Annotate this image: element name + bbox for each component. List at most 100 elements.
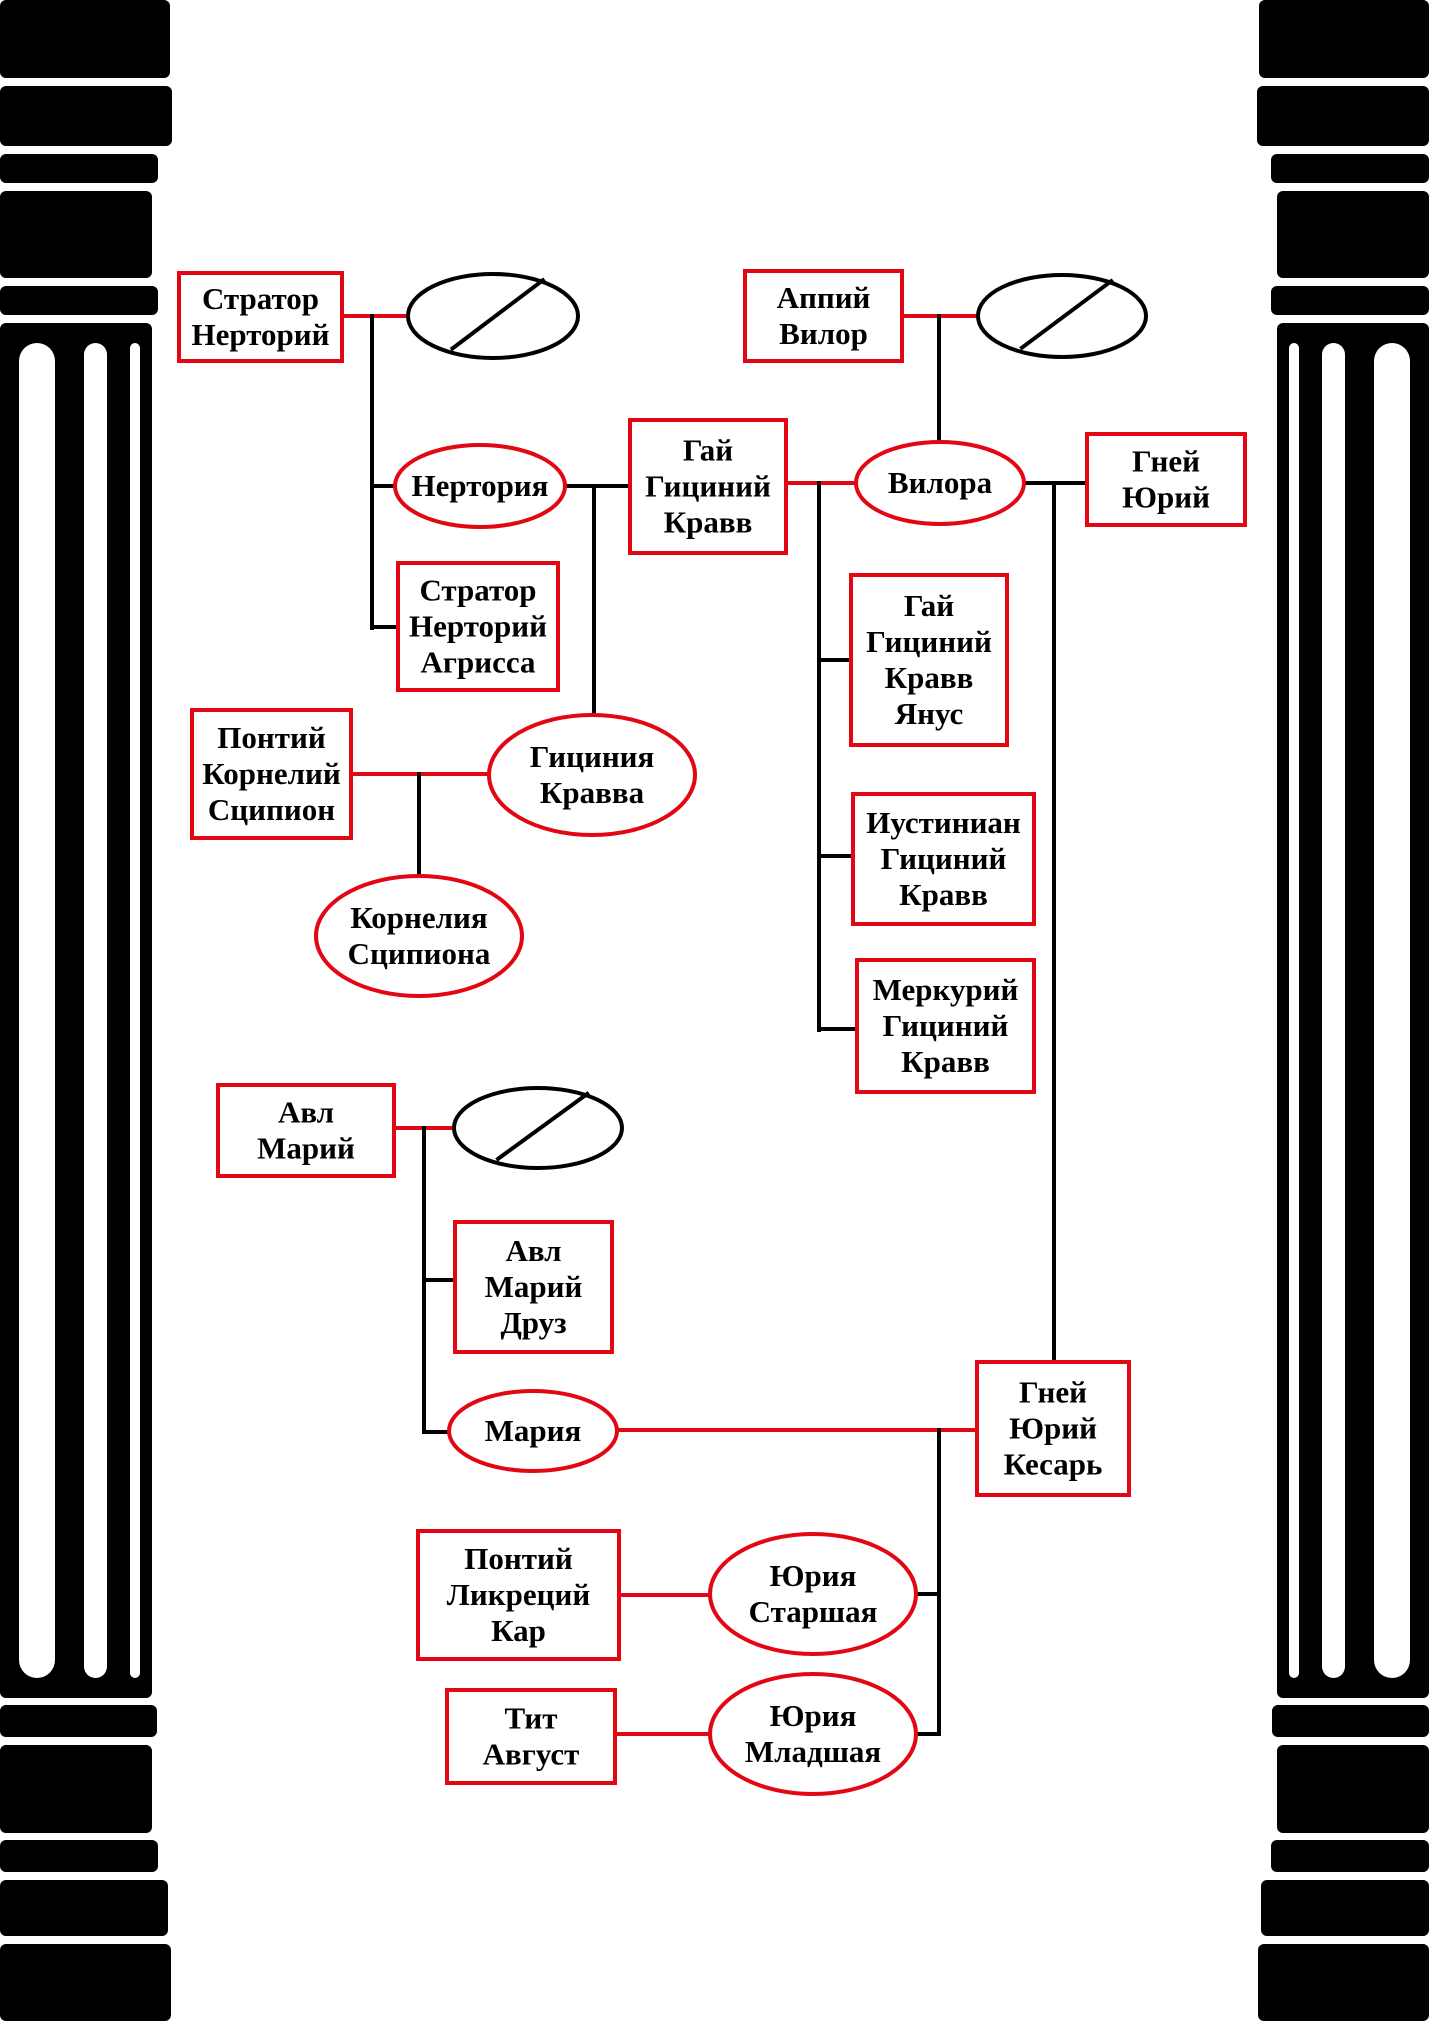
person-name-line: Марий bbox=[485, 1269, 583, 1304]
base-band bbox=[1277, 1745, 1429, 1833]
person-name-line: Янус bbox=[895, 696, 964, 731]
column-flute bbox=[130, 343, 140, 1678]
column-flute bbox=[19, 343, 55, 1678]
female-ellipse-shape bbox=[708, 1672, 918, 1796]
male-box-shape bbox=[743, 269, 904, 363]
female-ellipse-shape bbox=[708, 1532, 918, 1656]
person-name-line: Гициния bbox=[530, 739, 655, 774]
person-name-line: Нерторий bbox=[409, 609, 547, 644]
slash-icon bbox=[495, 1091, 590, 1162]
female-ellipse-shape bbox=[393, 443, 567, 529]
male-box-shape bbox=[855, 958, 1036, 1094]
person-name-line: Корнелия bbox=[350, 900, 487, 935]
right-column bbox=[1257, 0, 1429, 2021]
slash-icon bbox=[449, 277, 546, 352]
male-box-shape bbox=[216, 1083, 396, 1178]
capital-band bbox=[0, 286, 158, 315]
person-node-mariya[interactable]: Мария bbox=[447, 1389, 619, 1473]
capital-band bbox=[1277, 191, 1429, 278]
person-name-line: Гициний bbox=[883, 1008, 1009, 1043]
person-name-line: Вилора bbox=[888, 465, 993, 500]
female-ellipse-shape bbox=[487, 713, 697, 837]
person-name-line: Аппий bbox=[777, 280, 871, 315]
capital-band bbox=[1271, 154, 1429, 183]
person-name-line: Ликреций bbox=[447, 1577, 591, 1612]
base-band bbox=[0, 1745, 152, 1833]
person-name-line: Кравв bbox=[885, 660, 974, 695]
person-name-line: Кравв bbox=[664, 505, 753, 540]
base-band bbox=[1261, 1880, 1429, 1936]
unknown-spouse-node[interactable] bbox=[452, 1086, 624, 1170]
person-name-line: Тит bbox=[505, 1701, 558, 1736]
person-name-line: Младшая bbox=[745, 1734, 881, 1769]
unknown-spouse-node[interactable] bbox=[406, 272, 580, 360]
base-band bbox=[0, 1840, 158, 1872]
base-band bbox=[1258, 1944, 1429, 2021]
person-name-line: Иустиниан bbox=[866, 805, 1021, 840]
person-name-line: Нерторий bbox=[192, 317, 330, 352]
left-column bbox=[0, 0, 172, 2021]
male-box-shape bbox=[975, 1360, 1131, 1497]
person-name-line: Меркурий bbox=[873, 972, 1019, 1007]
person-name-line: Кравв bbox=[899, 877, 988, 912]
male-box-shape bbox=[851, 792, 1036, 926]
person-name-line: Кар bbox=[491, 1613, 546, 1648]
person-name-line: Понтий bbox=[464, 1541, 573, 1576]
slash-icon bbox=[1019, 278, 1115, 351]
person-name-line: Юрия bbox=[770, 1558, 857, 1593]
base-band bbox=[0, 1944, 171, 2021]
person-name-line: Кравва bbox=[540, 775, 645, 810]
person-node-vilora[interactable]: Вилора bbox=[854, 440, 1026, 526]
person-name-line: Кесарь bbox=[1004, 1447, 1103, 1482]
unknown-spouse-node[interactable] bbox=[976, 273, 1148, 359]
base-band bbox=[0, 1880, 168, 1936]
base-band bbox=[1272, 1705, 1429, 1737]
male-box-shape bbox=[190, 708, 353, 840]
person-name-line: Гней bbox=[1019, 1375, 1087, 1410]
column-flute bbox=[1322, 343, 1345, 1678]
column-flute bbox=[84, 343, 107, 1678]
person-name-line: Сципиона bbox=[348, 936, 491, 971]
column-flute bbox=[1374, 343, 1410, 1678]
person-name-line: Гней bbox=[1132, 444, 1200, 479]
person-name-line: Стратор bbox=[202, 281, 319, 316]
person-name-line: Август bbox=[483, 1737, 580, 1772]
person-name-line: Марий bbox=[257, 1131, 355, 1166]
person-name-line: Друз bbox=[500, 1305, 566, 1340]
person-name-line: Гай bbox=[904, 588, 954, 623]
male-box-shape bbox=[1085, 432, 1247, 527]
person-node-nertoriya[interactable]: Нертория bbox=[393, 443, 567, 529]
person-name-line: Кравв bbox=[901, 1044, 990, 1079]
person-name-line: Авл bbox=[278, 1095, 334, 1130]
person-name-line: Старшая bbox=[749, 1594, 878, 1629]
person-name-line: Гай bbox=[683, 433, 733, 468]
male-box-shape bbox=[453, 1220, 614, 1354]
person-name-line: Гициний bbox=[645, 469, 771, 504]
person-name-line: Юрий bbox=[1009, 1411, 1097, 1446]
female-ellipse-shape bbox=[314, 874, 524, 998]
male-box-shape bbox=[628, 418, 788, 555]
female-ellipse-shape bbox=[447, 1389, 619, 1473]
column-flute bbox=[1289, 343, 1299, 1678]
